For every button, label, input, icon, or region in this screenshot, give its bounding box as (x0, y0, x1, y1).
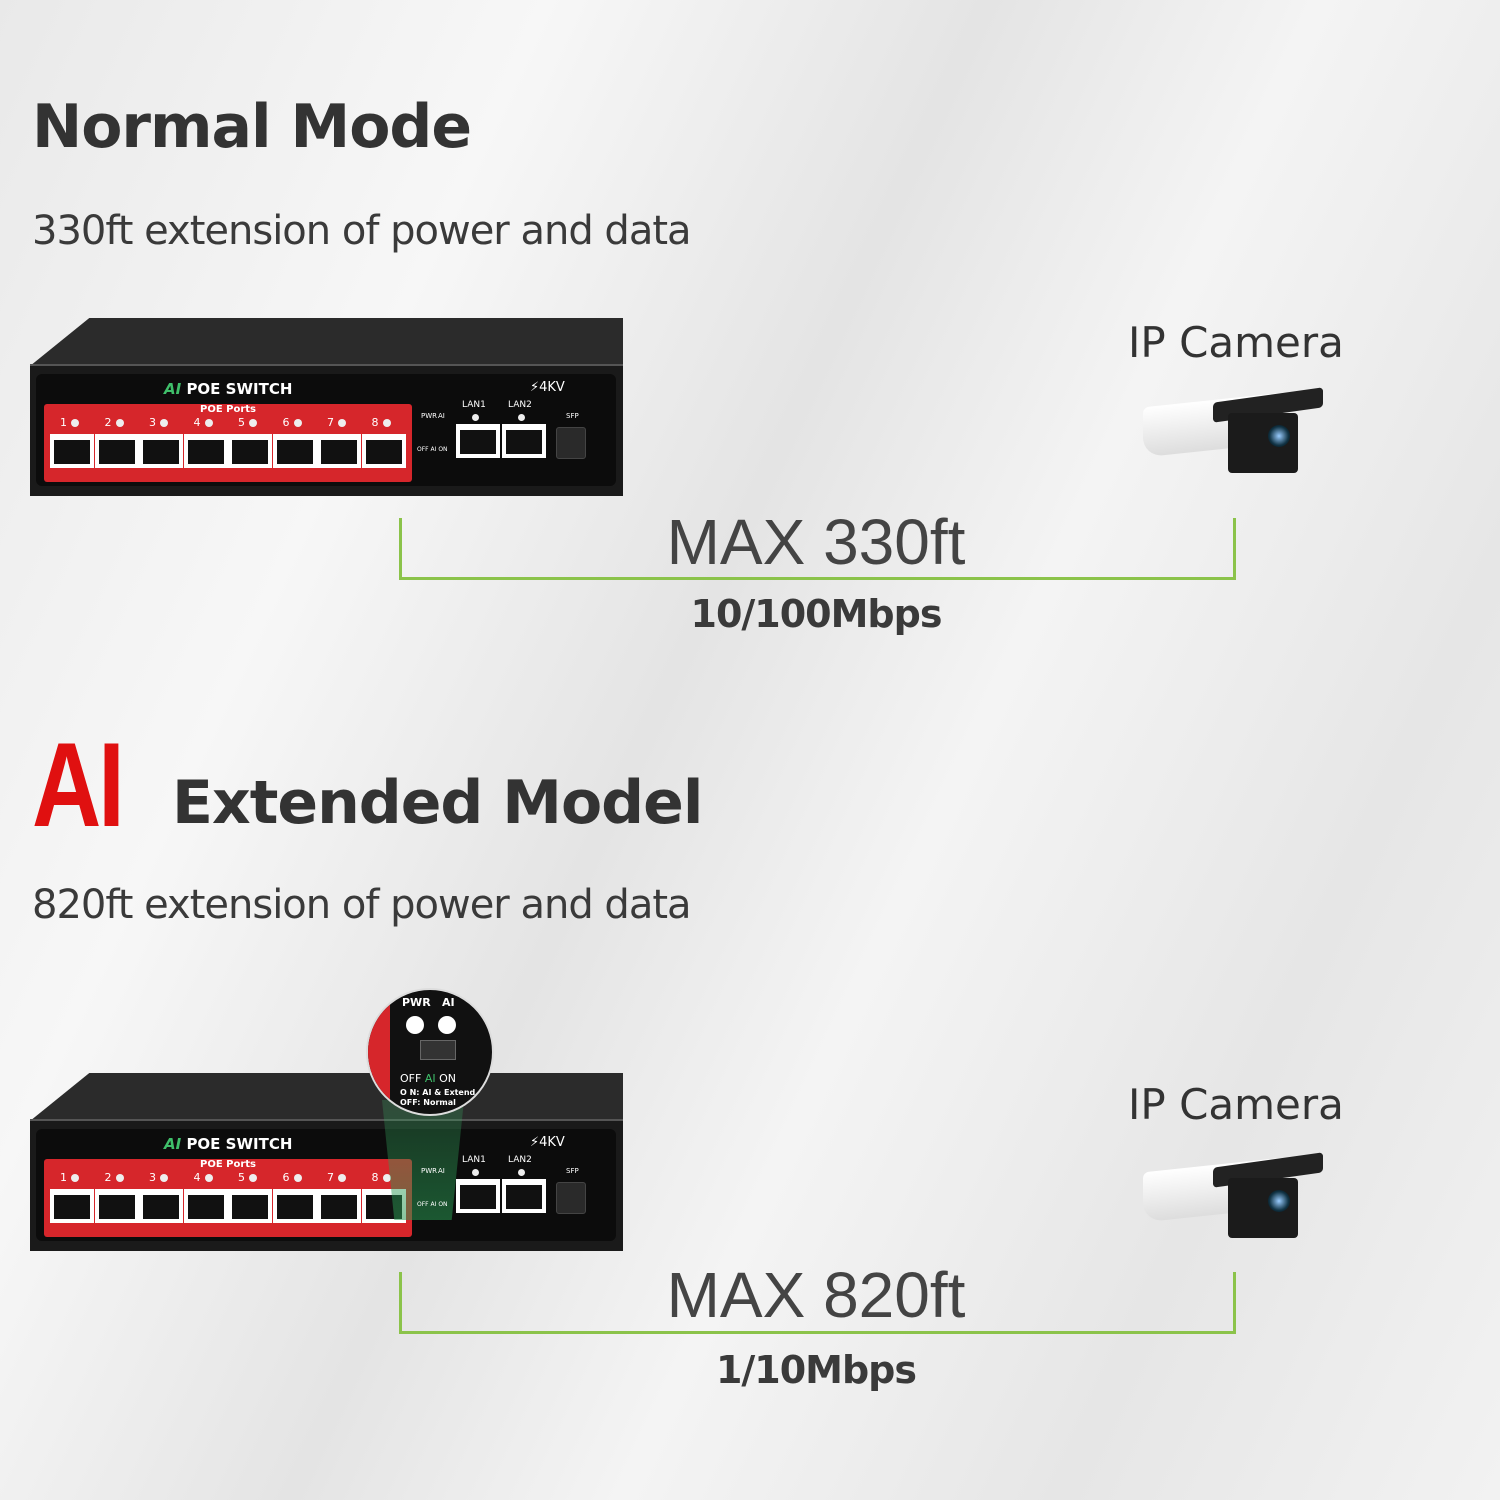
speed-label: 10/100Mbps (690, 592, 943, 636)
ai-toggle-switch (420, 1040, 456, 1060)
poe-port: 1 (50, 1171, 94, 1231)
lan-port: LAN1 (456, 400, 500, 460)
poe-port: 1 (50, 416, 94, 476)
poe-port: 5 (228, 416, 272, 476)
poe-port: 3 (139, 1171, 183, 1231)
poe-ports-label: POE Ports (199, 1159, 256, 1170)
poe-port: 4 (183, 416, 228, 476)
ai-label: AI (442, 996, 455, 1009)
sfp-port (556, 427, 586, 459)
poe-port: 5 (228, 1171, 272, 1231)
lan-port: LAN1 (456, 1155, 500, 1215)
pwr-label: PWR (402, 996, 431, 1009)
camera-label: IP Camera (1128, 1080, 1344, 1129)
ai-title-prefix: AI (32, 718, 125, 852)
max-distance: MAX 330ft (666, 506, 966, 578)
poe-port: 2 (94, 416, 139, 476)
ai-led-label: AI (438, 412, 445, 420)
speed-label: 1/10Mbps (715, 1348, 917, 1392)
sfp-label: SFP (566, 1167, 579, 1175)
ip-camera-image (1143, 1152, 1328, 1250)
mode-note-on: O N: AI & Extend (400, 1088, 476, 1097)
ai-led-label: AI (438, 1167, 445, 1175)
poe-port: 6 (272, 1171, 317, 1231)
mode-note-off: OFF: Normal (400, 1098, 456, 1107)
poe-port: 8 (361, 416, 406, 476)
poe-ports-label: POE Ports (199, 404, 256, 415)
switch-top (30, 1073, 623, 1121)
poe-port: 7 (317, 1171, 361, 1231)
ai-switch-labels: OFF AI ON (417, 446, 448, 453)
poe-port: 4 (183, 1171, 228, 1231)
normal-mode-title: Normal Mode (32, 92, 472, 162)
switch-brand: AI POE SWITCH (164, 380, 293, 398)
sfp-label: SFP (566, 412, 579, 420)
normal-mode-subtitle: 330ft extension of power and data (32, 208, 692, 254)
poe-port: 2 (94, 1171, 139, 1231)
lan-port: LAN2 (502, 400, 546, 460)
surge-protection-label: ⚡4KV (530, 380, 565, 395)
poe-port: 3 (139, 416, 183, 476)
poe-port: 6 (272, 416, 317, 476)
zoom-beam (382, 1100, 464, 1220)
extended-mode-subtitle: 820ft extension of power and data (32, 882, 692, 928)
pwr-led-label: PWR (421, 412, 438, 420)
distance-bracket (399, 518, 1236, 580)
distance-bracket (399, 1272, 1236, 1334)
camera-label: IP Camera (1128, 318, 1344, 367)
poe-port: 7 (317, 416, 361, 476)
surge-protection-label: ⚡4KV (530, 1135, 565, 1150)
ip-camera-image (1143, 387, 1328, 485)
ai-switch-zoom-callout: PWR AI OFF AI ON O N: AI & Extend OFF: N… (366, 988, 494, 1116)
max-distance: MAX 820ft (666, 1259, 966, 1331)
extended-mode-title: Extended Model (172, 768, 703, 838)
switch-brand: AI POE SWITCH (164, 1135, 293, 1153)
lan-port: LAN2 (502, 1155, 546, 1215)
ai-switch-labels: OFF AI ON (417, 1201, 448, 1208)
switch-position-labels: OFF AI ON (400, 1072, 456, 1085)
switch-top (30, 318, 623, 366)
pwr-led-label: PWR (421, 1167, 438, 1175)
sfp-port (556, 1182, 586, 1214)
